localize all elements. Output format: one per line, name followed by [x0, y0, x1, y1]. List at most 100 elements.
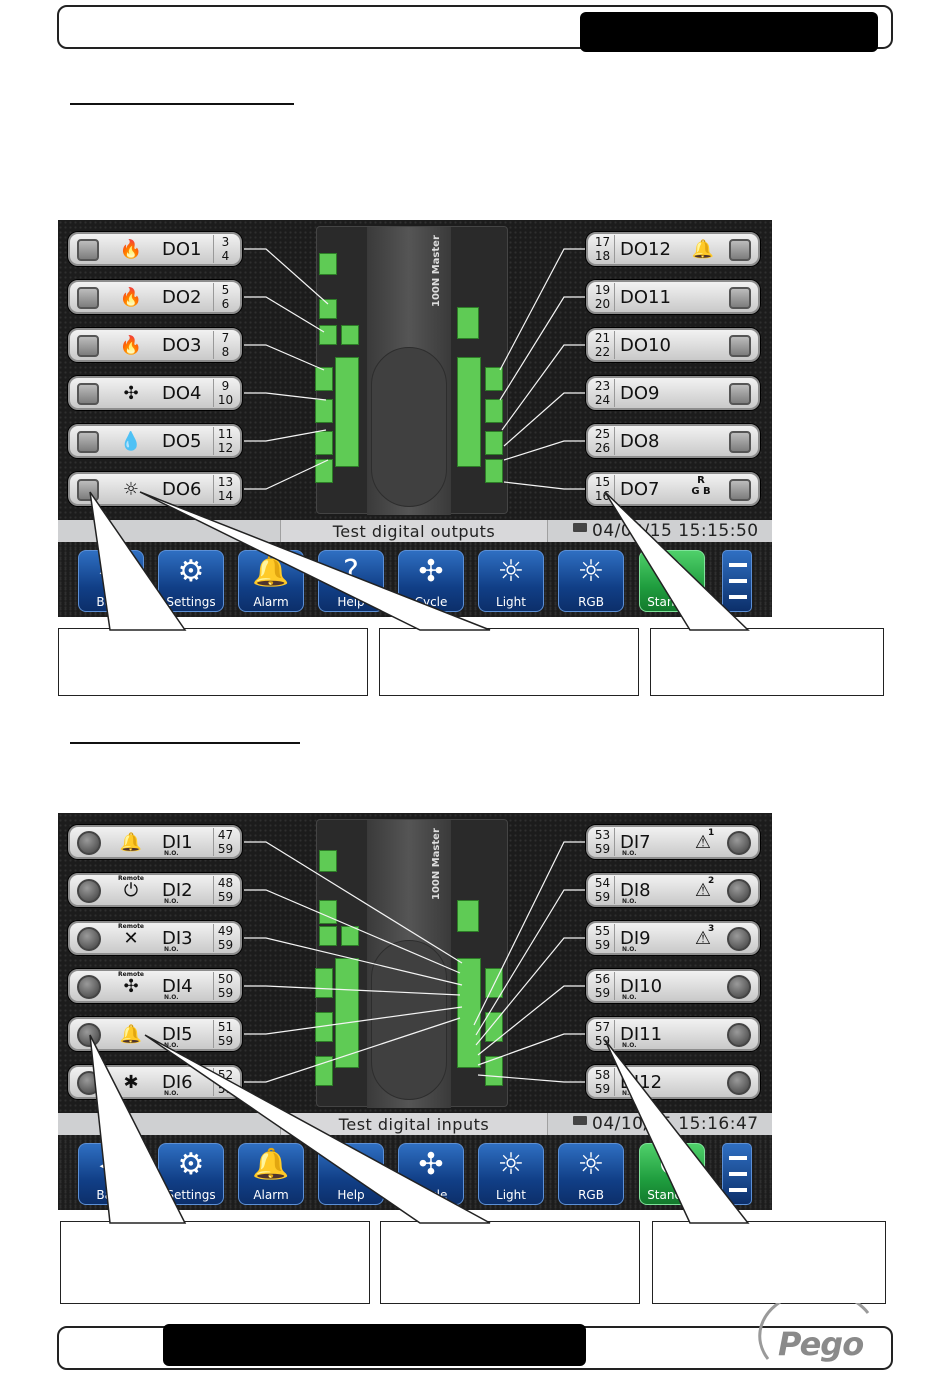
- callout-box-output-terminals: [650, 628, 884, 696]
- terminal-block: [315, 431, 333, 455]
- toggle-output-button-do11[interactable]: [729, 287, 751, 309]
- terminal-block: [315, 968, 333, 998]
- menu-button[interactable]: [722, 550, 752, 612]
- terminal-block: [319, 299, 337, 319]
- contact-type: N.O.: [164, 898, 179, 905]
- io-label: DI9: [620, 928, 651, 949]
- wire: [244, 392, 327, 401]
- io-label: DI2: [162, 880, 193, 901]
- toggle-output-button-do3[interactable]: [77, 335, 99, 357]
- terminal-block: [485, 399, 503, 423]
- light-icon: ☼: [577, 554, 605, 589]
- terminal-block: [485, 367, 503, 391]
- input-led-di3: [77, 927, 101, 951]
- toggle-output-button-do4[interactable]: [77, 383, 99, 405]
- callout-box-input-terminals: [652, 1221, 886, 1304]
- rgb-button[interactable]: ☼ RGB: [558, 550, 624, 612]
- terminal-block: [319, 253, 337, 275]
- wire: [244, 1017, 461, 1083]
- contact-type: N.O.: [164, 850, 179, 857]
- usb-icon: [573, 523, 587, 532]
- bell-icon: 🔔: [252, 1147, 290, 1182]
- wire: [503, 440, 586, 461]
- controller-module: 100N Master: [315, 226, 508, 515]
- status-title-area: Test digital outputs: [280, 520, 548, 542]
- contact-type: N.O.: [622, 850, 637, 857]
- wire: [244, 1006, 463, 1035]
- toggle-output-button-do6[interactable]: [77, 479, 99, 501]
- io-label: DO9: [620, 383, 660, 404]
- gears-icon: ⚙: [177, 554, 205, 589]
- settings-button[interactable]: ⚙Settings: [158, 550, 224, 612]
- toggle-output-button-do2[interactable]: [77, 287, 99, 309]
- terminal-block: [315, 459, 333, 483]
- light-icon: ☼: [497, 1147, 525, 1182]
- alarm-button[interactable]: 🔔 Alarm: [238, 1143, 304, 1205]
- settings-button[interactable]: ⚙Settings: [158, 1143, 224, 1205]
- terminal-block: [457, 958, 481, 1068]
- fan-icon: ✣: [123, 383, 139, 404]
- toggle-output-button-do9[interactable]: [729, 383, 751, 405]
- fan-icon: ✣: [418, 1147, 444, 1182]
- icon-caption: 2: [708, 876, 715, 886]
- toggle-output-button-do12[interactable]: [729, 239, 751, 261]
- wire: [473, 841, 586, 1026]
- toggle-output-button-do5[interactable]: [77, 431, 99, 453]
- light-button[interactable]: ☼Light: [478, 1143, 544, 1205]
- input-led-di1: [77, 831, 101, 855]
- alarm-button-label: Alarm: [253, 595, 289, 609]
- input-led-di5: [77, 1023, 101, 1047]
- wire: [244, 985, 461, 996]
- alarm-button-label: Alarm: [253, 1188, 289, 1202]
- warning-3-icon: ⚠3: [694, 924, 715, 950]
- wire: [477, 1033, 586, 1066]
- wiring-lines: [244, 841, 586, 1083]
- wire: [503, 392, 586, 447]
- terminal-block: [457, 307, 479, 339]
- io-label: DO3: [162, 335, 202, 356]
- light-button[interactable]: ☼Light: [478, 550, 544, 612]
- toggle-output-button-do7[interactable]: [729, 479, 751, 501]
- wire: [244, 296, 325, 333]
- wire: [499, 296, 586, 401]
- toggle-output-button-do1[interactable]: [77, 239, 99, 261]
- terminal-block: [485, 431, 503, 455]
- rgb-button[interactable]: ☼RGB: [558, 1143, 624, 1205]
- toggle-output-button-do10[interactable]: [729, 335, 751, 357]
- input-led-di10: [727, 975, 751, 999]
- wire: [475, 889, 586, 1036]
- rgb-button-label: RGB: [578, 595, 604, 609]
- wire: [244, 937, 463, 986]
- terminal-block: [319, 325, 337, 345]
- header-title-bar: [580, 12, 878, 52]
- status-title: Test digital outputs: [332, 522, 496, 541]
- light-icon: ☼: [122, 479, 140, 500]
- light-icon: ☼: [497, 554, 525, 589]
- wire: [501, 344, 586, 431]
- remote-cross-icon: ✕Remote: [118, 923, 145, 950]
- toggle-output-button-do8[interactable]: [729, 431, 751, 453]
- input-led-di11: [727, 1023, 751, 1047]
- menu-button[interactable]: [722, 1143, 752, 1205]
